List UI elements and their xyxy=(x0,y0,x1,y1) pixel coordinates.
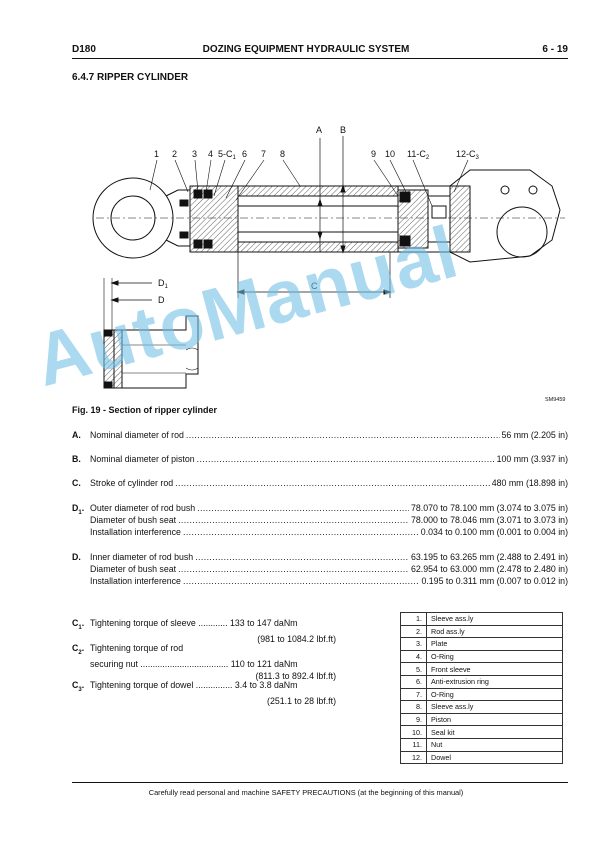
header-rule xyxy=(72,58,568,59)
header-model: D180 xyxy=(72,44,96,55)
spec-row: Installation interference 0.195 to 0.311… xyxy=(72,576,568,588)
callout-3: 3 xyxy=(192,149,197,159)
page-number: 6 - 19 xyxy=(542,44,568,55)
callout-5-c1: 5-C1 xyxy=(218,149,237,161)
spec-value: 78.070 to 78.100 mm (3.074 to 3.075 in) xyxy=(411,503,568,513)
table-row: 4.O-Ring xyxy=(400,649,563,664)
table-row: 11.Nut xyxy=(400,737,563,752)
spec-row: B. Nominal diameter of piston 100 mm (3.… xyxy=(72,454,568,470)
dimension-a-label: A xyxy=(316,125,322,135)
spec-value: 0.195 to 0.311 mm (0.007 to 0.012 in) xyxy=(421,576,568,586)
spec-label: Stroke of cylinder rod xyxy=(90,478,174,488)
spec-label: Nominal diameter of piston xyxy=(90,454,195,464)
parts-table: 1.Sleeve ass.ly 2.Rod ass.ly 3.Plate 4.O… xyxy=(400,612,563,765)
spec-row: Diameter of bush seat 62.954 to 63.000 m… xyxy=(72,564,568,576)
callout-6: 6 xyxy=(242,149,247,159)
dimension-c-label: C xyxy=(311,281,318,291)
ripper-cylinder-diagram: 1 2 3 4 5-C1 6 7 8 9 10 11-C2 12-C3 A B … xyxy=(92,125,565,389)
callout-1: 1 xyxy=(154,149,159,159)
table-row: 5.Front sleeve xyxy=(400,662,563,676)
spec-row: D1. Outer diameter of rod bush 78.070 to… xyxy=(72,503,568,519)
spec-row: C. Stroke of cylinder rod 480 mm (18.898… xyxy=(72,478,568,494)
spec-value: 0.034 to 0.100 mm (0.001 to 0.004 in) xyxy=(420,527,568,537)
table-row: 1.Sleeve ass.ly xyxy=(400,612,563,626)
dimension-d-label: D xyxy=(158,295,165,305)
spec-value: 78.000 to 78.046 mm (3.071 to 3.073 in) xyxy=(411,515,568,525)
figure-caption: Fig. 19 - Section of ripper cylinder xyxy=(72,405,218,415)
callout-11-c2: 11-C2 xyxy=(407,149,430,161)
spec-label: Inner diameter of rod bush xyxy=(90,552,194,562)
spec-label: Installation interference xyxy=(90,576,181,586)
callout-7: 7 xyxy=(261,149,266,159)
torque-c1: C1.Tightening torque of sleeve .........… xyxy=(72,618,336,645)
spec-key: D. xyxy=(72,552,81,562)
spec-label: Diameter of bush seat xyxy=(90,564,177,574)
table-row: 2.Rod ass.ly xyxy=(400,624,563,639)
spec-row: A. Nominal diameter of rod 56 mm (2.205 … xyxy=(72,430,568,446)
table-row: 8.Sleeve ass.ly xyxy=(400,700,563,714)
callout-12-c3: 12-C3 xyxy=(456,149,480,161)
torque-c3: C3.Tightening torque of dowel ..........… xyxy=(72,680,336,707)
torque-c2: C2.Tightening torque of rod securing nut… xyxy=(72,643,336,681)
callout-2: 2 xyxy=(172,149,177,159)
spec-row: Installation interference 0.034 to 0.100… xyxy=(72,527,568,539)
table-row: 3.Plate xyxy=(400,637,563,651)
spec-key: A. xyxy=(72,430,81,440)
dimension-b-label: B xyxy=(340,125,346,135)
spec-value: 100 mm (3.937 in) xyxy=(496,454,568,464)
table-row: 12.Dowel xyxy=(400,750,563,765)
table-row: 6.Anti-extrusion ring xyxy=(400,674,563,689)
figure-code: SM9459 xyxy=(545,397,566,403)
callout-10: 10 xyxy=(385,149,395,159)
spec-label: Nominal diameter of rod xyxy=(90,430,184,440)
section-title: 6.4.7 RIPPER CYLINDER xyxy=(72,72,189,83)
spec-key: C. xyxy=(72,478,81,488)
callout-4: 4 xyxy=(208,149,213,159)
spec-value: 63.195 to 63.265 mm (2.488 to 2.491 in) xyxy=(411,552,568,562)
spec-label: Diameter of bush seat xyxy=(90,515,177,525)
spec-value: 56 mm (2.205 in) xyxy=(501,430,569,440)
spec-label: Outer diameter of rod bush xyxy=(90,503,196,513)
footer-note: Carefully read personal and machine SAFE… xyxy=(148,788,464,797)
spec-value: 480 mm (18.898 in) xyxy=(491,478,568,488)
header-title: DOZING EQUIPMENT HYDRAULIC SYSTEM xyxy=(202,44,410,55)
dimension-d1-label: D1 xyxy=(158,278,169,290)
spec-key: B. xyxy=(72,454,81,464)
spec-row: D. Inner diameter of rod bush 63.195 to … xyxy=(72,552,568,564)
callout-9: 9 xyxy=(371,149,376,159)
spec-key: D1. xyxy=(72,503,85,516)
spec-row: Diameter of bush seat 78.000 to 78.046 m… xyxy=(72,515,568,527)
footer-rule xyxy=(72,782,568,783)
table-row: 7.O-Ring xyxy=(400,687,563,702)
spec-value: 62.954 to 63.000 mm (2.478 to 2.480 in) xyxy=(411,564,568,574)
table-row: 9.Piston xyxy=(400,712,563,727)
callout-8: 8 xyxy=(280,149,285,159)
spec-label: Installation interference xyxy=(90,527,181,537)
table-row: 10.Seal kit xyxy=(400,725,563,739)
